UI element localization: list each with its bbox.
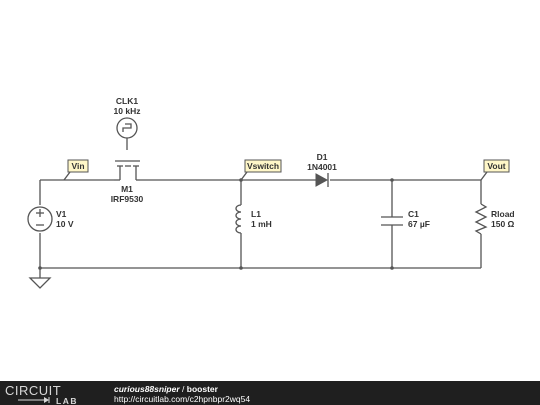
mosfet-m1[interactable] bbox=[114, 160, 140, 181]
net-label-vin-text: Vin bbox=[71, 161, 84, 171]
capacitor-c1[interactable] bbox=[381, 216, 403, 226]
footer-bar: CIRCUIT LAB curious88sniper / booster ht… bbox=[0, 381, 540, 405]
circuitlab-logo[interactable]: CIRCUIT LAB bbox=[4, 383, 104, 405]
wires bbox=[39, 179, 482, 278]
rload-value: 150 Ω bbox=[491, 219, 515, 229]
net-label-vout[interactable]: Vout bbox=[480, 159, 510, 181]
junction-dot bbox=[390, 178, 394, 182]
l1-value: 1 mH bbox=[251, 219, 272, 229]
l1-name: L1 bbox=[251, 209, 261, 219]
resistor-rload[interactable] bbox=[474, 203, 488, 235]
c1-value: 67 µF bbox=[408, 219, 430, 229]
title-separator: / bbox=[179, 384, 187, 394]
net-label-vswitch-text: Vswitch bbox=[247, 161, 279, 171]
author-link[interactable]: curious88sniper bbox=[114, 384, 180, 394]
circuit-title[interactable]: booster bbox=[186, 384, 218, 394]
junction-dot bbox=[239, 266, 243, 270]
footer-title-line: curious88sniper / booster bbox=[114, 384, 250, 394]
d1-value: 1N4001 bbox=[307, 162, 337, 172]
voltage-source-v1[interactable] bbox=[27, 206, 53, 232]
logo-text-circuit: CIRCUIT bbox=[5, 383, 61, 398]
junction-dot bbox=[390, 266, 394, 270]
m1-value: IRF9530 bbox=[111, 194, 144, 204]
clk1-value: 10 kHz bbox=[114, 106, 141, 116]
circuit-schematic: V1 10 V CLK1 10 kHz M1 IRF9530 L1 1 mH D… bbox=[27, 96, 515, 289]
circuit-url[interactable]: http://circuitlab.com/c2hpnbpr2wq54 bbox=[114, 394, 251, 404]
c1-name: C1 bbox=[408, 209, 419, 219]
junction-dot bbox=[38, 266, 42, 270]
net-label-vout-text: Vout bbox=[487, 161, 505, 171]
inductor-l1[interactable] bbox=[235, 204, 242, 234]
logo-text-lab: LAB bbox=[56, 396, 78, 405]
v1-value: 10 V bbox=[56, 219, 74, 229]
d1-name: D1 bbox=[317, 152, 328, 162]
v1-name: V1 bbox=[56, 209, 67, 219]
diode-d1[interactable] bbox=[315, 173, 329, 187]
net-label-vin[interactable]: Vin bbox=[63, 159, 89, 181]
junctions bbox=[38, 178, 394, 270]
clk1-name: CLK1 bbox=[116, 96, 138, 106]
m1-name: M1 bbox=[121, 184, 133, 194]
rload-name: Rload bbox=[491, 209, 515, 219]
footer-text: curious88sniper / booster http://circuit… bbox=[114, 384, 250, 404]
net-label-vswitch[interactable]: Vswitch bbox=[240, 159, 282, 181]
ground-symbol bbox=[28, 277, 52, 289]
clock-source-clk1[interactable] bbox=[116, 117, 138, 150]
